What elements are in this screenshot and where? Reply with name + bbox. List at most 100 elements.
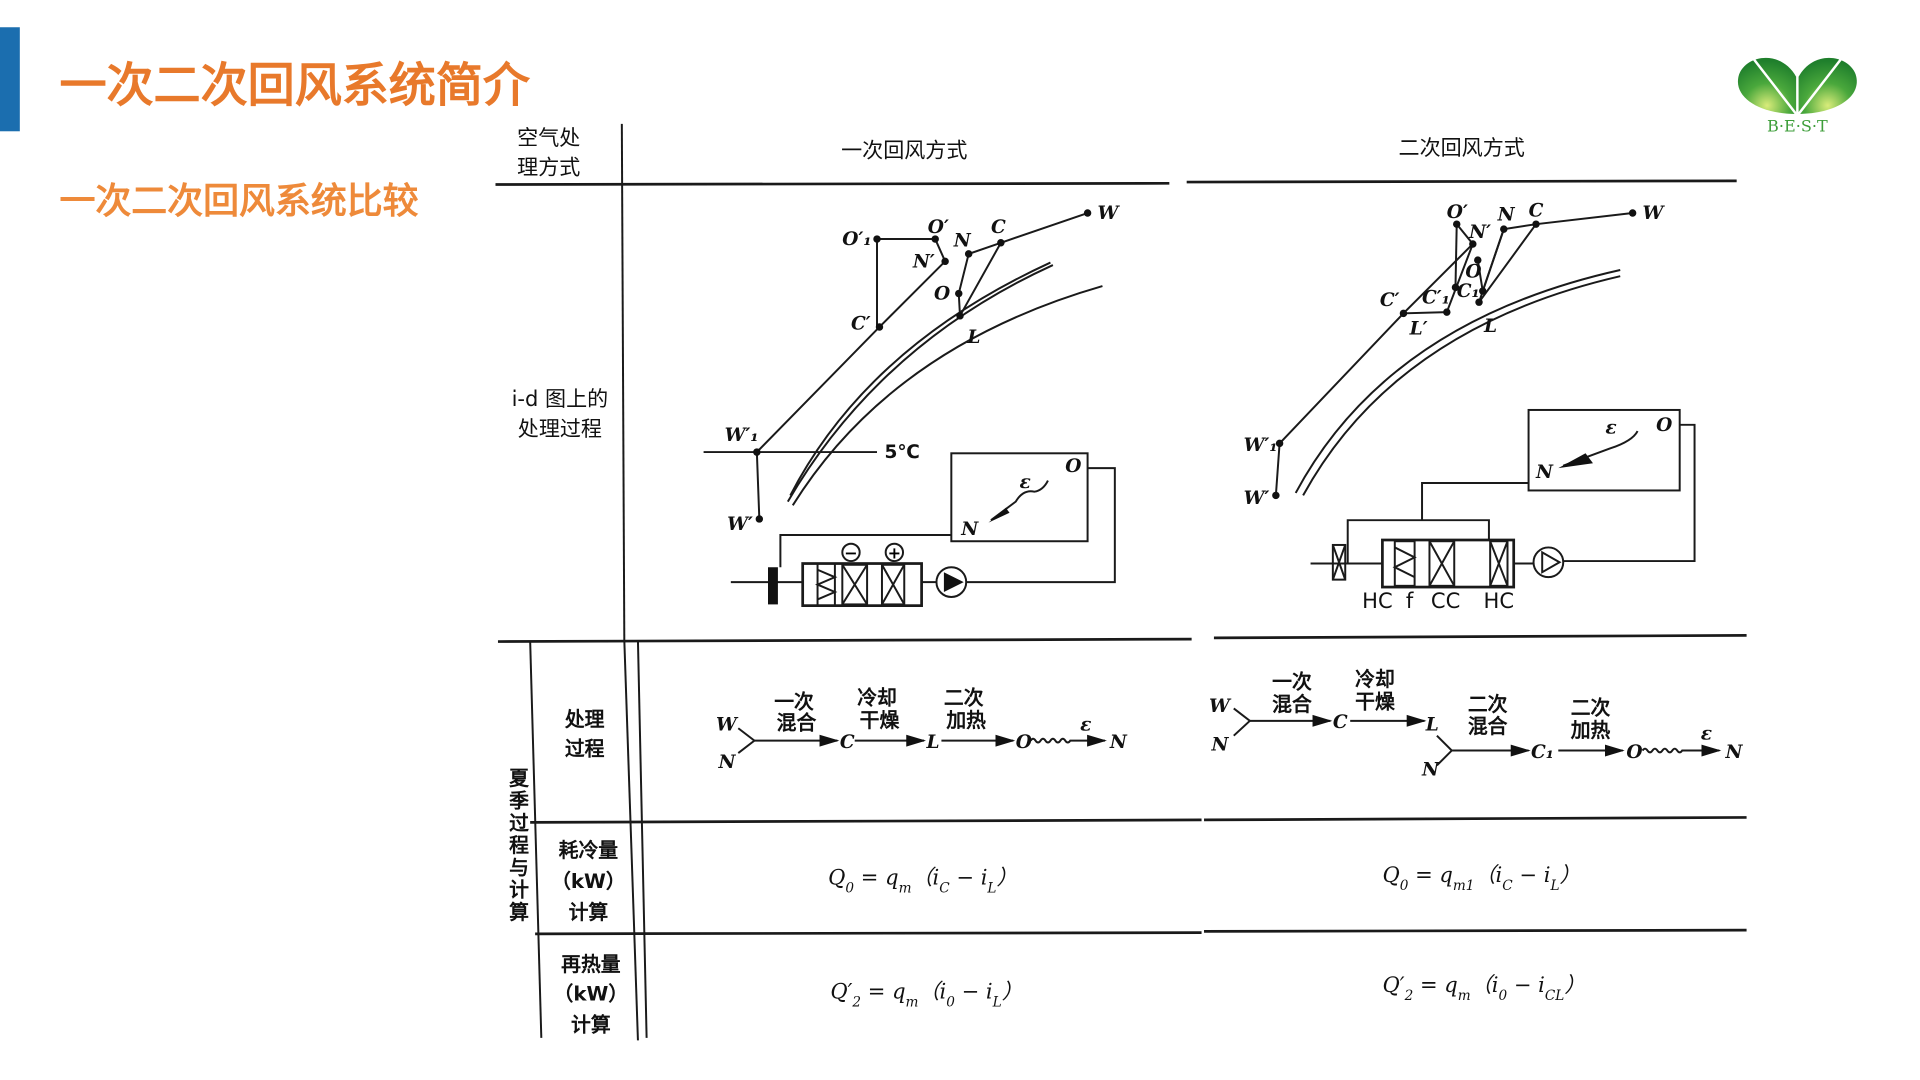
formula-part: （i [911,864,939,889]
flow-O: O [1626,742,1642,763]
step-label: 混合 [1468,715,1508,738]
flow-C: C [1333,712,1348,733]
slide-title: 一次二次回风系统简介 [59,59,530,114]
point-O: O [934,284,950,305]
room-eps-label: ε [1019,472,1030,493]
unit-label-f: f [1406,588,1414,613]
formula-part: ） [1002,978,1023,1003]
coil-plus-label: + [888,544,902,563]
formula-part: = q [1413,972,1458,997]
step-label: 加热 [945,709,986,732]
point-W-prime: W′ [727,514,753,535]
formula-part: ） [1564,972,1585,997]
step-label: 混合 [1272,693,1312,716]
point-O1-prime: O′₁ [842,229,871,250]
summer-char: 算 [509,901,529,924]
point-W: W [1097,203,1120,224]
unit-label-cc: CC [1431,588,1460,613]
point-C: C [991,217,1006,238]
point-W-prime: W′ [1244,488,1270,509]
flow-C1: C₁ [1531,742,1554,763]
room-eps-label: ε [1605,417,1616,438]
formula-part: L [986,880,996,896]
formula-part: − i [955,978,993,1003]
formula-part: Q′ [830,978,852,1003]
secondary-process-flow: W N C L N C₁ O ε N 一次 混合 冷却 干燥 二次 混合 二次 … [1209,668,1744,780]
flow-eps: ε [1080,715,1091,736]
step-label: 一次 [774,690,814,713]
logo-text: B·E·S·T [1767,116,1828,135]
row-label-cooling-2: （kW） [551,870,626,893]
formula-part: ） [996,864,1017,889]
room-N-label: N [960,519,979,540]
formula-part: m [906,994,919,1010]
room-box [950,452,1089,543]
formula-part: = q [854,864,899,889]
summer-char: 季 [509,790,529,813]
flow-L: L [926,732,940,753]
row-label-cooling-3: 计算 [569,901,609,924]
cooling-coil-minus-icon [841,542,861,563]
step-label: 冷却 [1355,668,1395,691]
accent-bar [0,27,20,132]
damper-icon [768,567,778,605]
primary-id-diagram: W C N O L O′₁ O′ N′ C′ W′₁ W′ 5℃ N O ε −… [703,203,1120,608]
flow-N-end: N [1109,732,1128,753]
step-label: 二次 [944,687,984,710]
point-O-prime: O′ [1447,202,1468,223]
table-grid [495,123,1747,1041]
point-N-prime: N′ [912,252,935,273]
point-O: O [1465,261,1481,282]
formula-part: 0 [1498,988,1507,1004]
room-box [1527,408,1681,492]
fan-icon [1532,546,1565,579]
damper-icon [1331,543,1347,581]
row-label-process-1: 处理 [564,708,605,731]
row-label-reheat-2: （kW） [554,983,629,1006]
row-label-cooling-1: 耗冷量 [559,839,619,862]
row-label-id-chart-1: i-d 图上的 [512,386,609,411]
step-label: 二次 [1468,693,1508,716]
row-label-reheat-1: 再热量 [561,953,621,976]
temperature-label: 5℃ [884,442,919,463]
unit-label-hc: HC [1484,588,1515,613]
secondary-cooling-formula: Q0 = qm1（iC − iL） [1382,862,1580,894]
point-C-prime: C′ [1380,290,1400,311]
step-label: 混合 [777,711,817,734]
col-header-secondary: 二次回风方式 [1399,135,1525,160]
flow-N2: N [1421,759,1440,780]
formula-part: 0 [1400,878,1409,894]
step-label: 冷却 [857,687,897,710]
formula-part: m [1458,988,1471,1004]
point-O-prime: O′ [928,217,949,238]
point-W1-prime: W′₁ [725,425,759,446]
formula-part: （i [1474,862,1502,887]
heating-coil-plus-icon [884,542,905,563]
step-label: 干燥 [1355,690,1395,713]
formula-part: m1 [1453,878,1475,894]
summer-char: 与 [509,856,529,879]
primary-cooling-formula: Q0 = qm（iC − iL） [828,864,1017,896]
formula-part: （i [918,978,946,1003]
formula-part: m [899,880,912,896]
secondary-reheat-formula: Q′2 = qm（i0 − iCL） [1383,972,1586,1004]
row-label-process-2: 过程 [565,738,605,761]
formula-part: C [1502,878,1513,894]
formula-part: Q [1382,862,1399,887]
point-C1-prime: C′₁ [1422,287,1450,308]
formula-part: 0 [946,994,955,1010]
formula-part: C [939,880,950,896]
row-label-reheat-3: 计算 [571,1014,611,1037]
coil-minus-label: − [844,544,858,563]
formula-part: 0 [845,880,854,896]
fan-icon [935,566,968,598]
air-handler-unit [801,562,923,608]
flow-C: C [840,732,855,753]
room-N-label: N [1535,462,1554,483]
formula-part: 2 [1404,988,1414,1004]
point-N: N [953,230,972,251]
formula-part: ） [1559,862,1580,887]
point-L: L [966,327,980,348]
step-label: 干燥 [860,709,900,732]
flow-N: N [717,752,736,773]
